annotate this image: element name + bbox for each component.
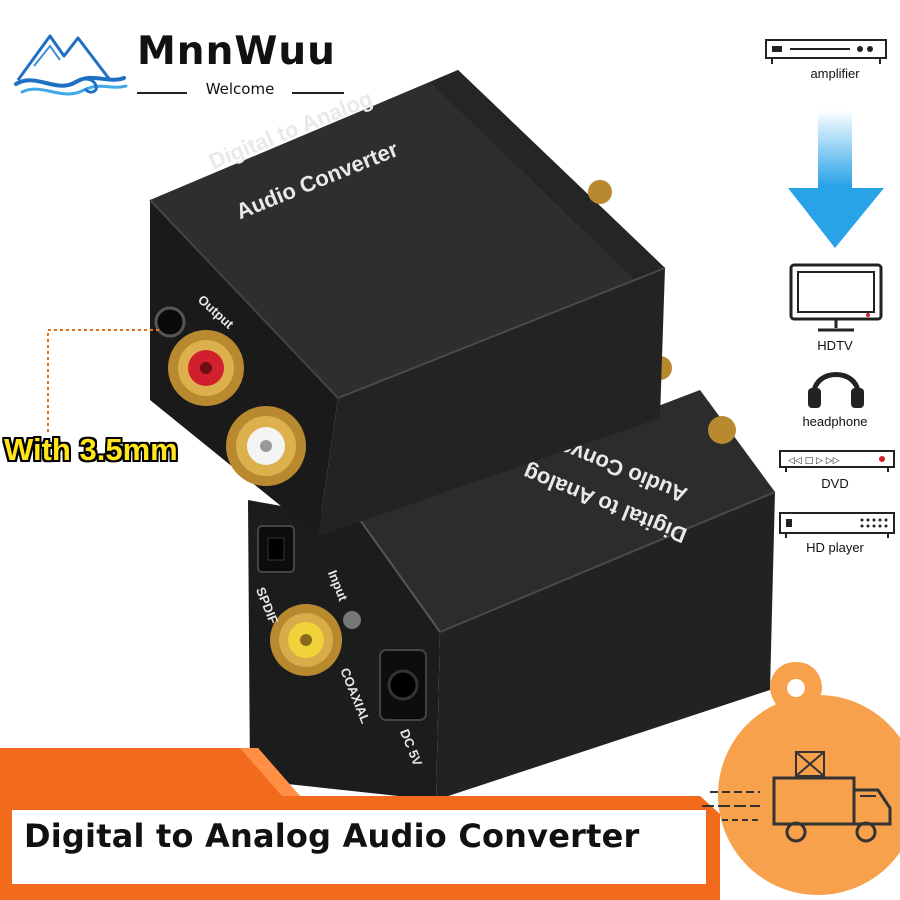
brand-divider-left: [137, 92, 187, 94]
device-label-amplifier: amplifier: [810, 66, 860, 81]
device-label-dvd: DVD: [821, 476, 849, 491]
amplifier-icon: [765, 39, 887, 64]
device-label-hd-player: HD player: [806, 540, 864, 555]
arrow-down-icon: [788, 110, 884, 248]
svg-text:◁◁ □ ▷ ▷▷: ◁◁ □ ▷ ▷▷: [788, 456, 840, 466]
brand-name: MnnWuu: [137, 29, 336, 74]
device-label-hdtv: HDTV: [817, 338, 853, 353]
banner-title: Digital to Analog Audio Converter: [24, 817, 640, 855]
callout-pointer: [47, 329, 160, 432]
tv-icon: [789, 263, 883, 332]
device-label-headphone: headphone: [802, 414, 868, 429]
brand-tagline: Welcome: [205, 80, 275, 98]
hd-player-icon: [779, 512, 895, 538]
callout-text: With 3.5mm: [4, 432, 178, 467]
shipping-truck-icon: [702, 662, 900, 895]
brand-divider-right: [292, 92, 344, 94]
headphone-icon: [808, 372, 864, 408]
mountain-wave-logo: [14, 34, 128, 96]
dvd-icon: ◁◁ □ ▷ ▷▷: [779, 450, 895, 472]
banner-background: [0, 748, 720, 900]
